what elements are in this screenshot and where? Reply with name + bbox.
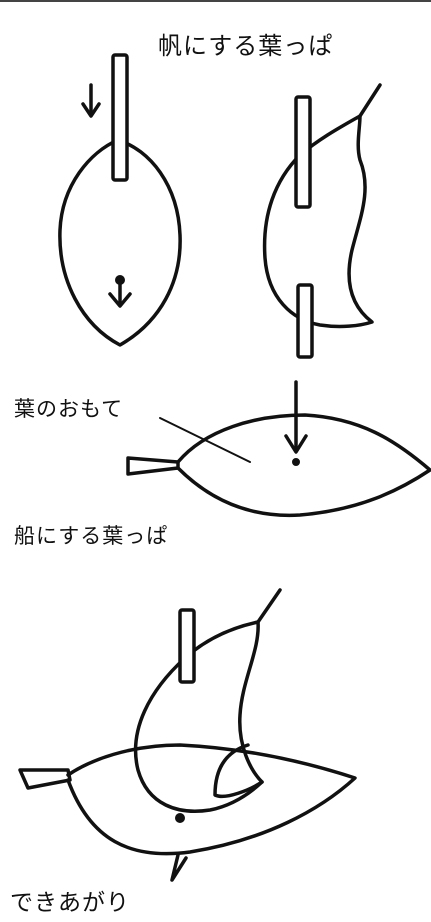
diagram-title: 帆にする葉っぱ <box>158 32 334 60</box>
leaf-face-label: 葉のおもて <box>14 397 124 421</box>
boat-leaf-flat <box>126 413 431 518</box>
done-label: できあがり <box>10 890 130 916</box>
down-arrow <box>284 380 308 466</box>
sail-leaf-curved <box>262 83 382 359</box>
finished-boat <box>18 588 357 882</box>
sail-leaf-flat <box>58 53 182 347</box>
top-border <box>0 0 431 2</box>
boat-leaf-label: 船にする葉っぱ <box>14 524 169 548</box>
